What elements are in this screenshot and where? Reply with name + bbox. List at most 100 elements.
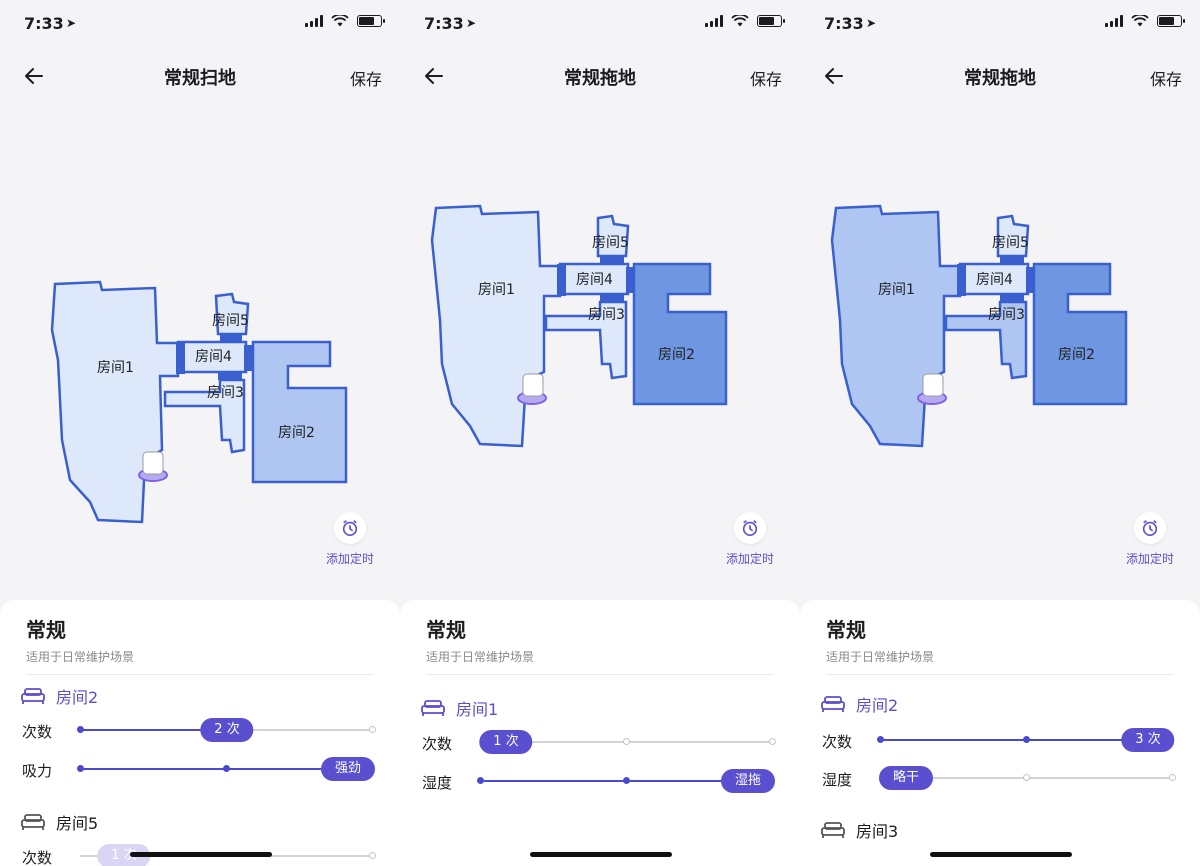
settings-sheet: 常规 适用于日常维护场景 房间1 次数 1 次 湿度 湿拖 (400, 600, 800, 866)
back-arrow-icon[interactable] (22, 64, 46, 88)
dock-icon (917, 373, 947, 405)
room-name: 房间2 (56, 688, 99, 707)
battery-icon (1157, 15, 1185, 27)
mode-title: 常规 (826, 618, 866, 642)
map-label-room-2: 房间2 (658, 347, 695, 363)
humidity-slider[interactable]: 湿度 湿拖 (422, 769, 778, 793)
divider (426, 674, 774, 675)
room-name: 房间3 (856, 822, 899, 841)
mode-title: 常规 (426, 618, 466, 642)
save-button[interactable]: 保存 (349, 70, 382, 89)
home-indicator (530, 852, 672, 857)
room-group-header[interactable]: 房间2 (20, 684, 98, 708)
map-label-room-2: 房间2 (1058, 347, 1095, 363)
map-room-1 (830, 204, 962, 448)
times-slider[interactable]: 次数 2 次 (22, 718, 378, 742)
mode-subtitle: 适用于日常维护场景 (426, 650, 535, 664)
location-arrow-icon: ➤ (466, 16, 477, 30)
status-time: 7:33 (24, 14, 64, 33)
dock-icon (517, 373, 547, 405)
map-label-room-1: 房间1 (878, 282, 915, 298)
map-label-room-4: 房间4 (976, 272, 1013, 288)
map-label-room-3: 房间3 (207, 385, 244, 401)
map-label-room-1: 房间1 (97, 360, 134, 376)
param-label: 次数 (822, 733, 853, 751)
map-room-3 (944, 300, 1028, 380)
slider-value-pill[interactable]: 1 次 (97, 844, 151, 866)
bed-icon (21, 814, 45, 830)
room-name: 房间1 (456, 700, 499, 719)
room-group-header[interactable]: 房间5 (20, 810, 98, 834)
room-group-header[interactable]: 房间2 (820, 692, 898, 716)
location-arrow-icon: ➤ (66, 16, 77, 30)
map-label-room-3: 房间3 (588, 307, 625, 323)
floor-map[interactable]: 房间1 房间2 房间3 房间4 房间5 (0, 110, 400, 570)
page-title: 常规拖地 (564, 68, 636, 89)
signal-icon (705, 15, 723, 27)
timer-label: 添加定时 (325, 552, 374, 566)
map-room-3 (163, 378, 246, 454)
map-label-room-3: 房间3 (988, 307, 1025, 323)
dock-icon (138, 451, 168, 482)
slider-value-pill[interactable]: 强劲 (320, 757, 376, 781)
map-room-1 (50, 280, 180, 524)
param-label: 次数 (22, 849, 53, 866)
slider-value-pill[interactable]: 湿拖 (720, 769, 776, 793)
suction-slider[interactable]: 吸力 强劲 (22, 757, 378, 781)
room-name: 房间5 (56, 814, 99, 833)
page-title: 常规扫地 (164, 68, 236, 89)
slider-value-pill[interactable]: 1 次 (479, 730, 533, 754)
timer-label: 添加定时 (1125, 552, 1174, 566)
save-button[interactable]: 保存 (1149, 70, 1182, 89)
mode-subtitle: 适用于日常维护场景 (826, 650, 935, 664)
map-label-room-5: 房间5 (992, 235, 1029, 251)
status-time: 7:33 (424, 14, 464, 33)
mode-subtitle: 适用于日常维护场景 (26, 650, 135, 664)
wifi-icon (731, 15, 749, 27)
room-name: 房间2 (856, 696, 899, 715)
timer-label: 添加定时 (725, 552, 774, 566)
add-timer-button[interactable]: 添加定时 (320, 512, 380, 567)
status-bar: 7:33 ➤ (800, 0, 1200, 48)
save-button[interactable]: 保存 (749, 70, 782, 89)
back-arrow-icon[interactable] (422, 64, 446, 88)
times-slider[interactable]: 次数 1 次 (422, 730, 778, 754)
map-room-1 (430, 204, 562, 448)
slider-value-pill[interactable]: 略干 (878, 766, 934, 790)
floor-map[interactable]: 房间1 房间2 房间3 房间4 房间5 (800, 110, 1200, 570)
add-timer-button[interactable]: 添加定时 (1120, 512, 1180, 567)
home-indicator (930, 852, 1072, 857)
map-label-room-2: 房间2 (278, 425, 315, 441)
param-label: 次数 (22, 723, 53, 741)
screen-mop-2: 7:33 ➤ 常规拖地 保存 房间1 房间2 房间3 (800, 0, 1200, 866)
room-group-header[interactable]: 房间3 (820, 818, 898, 842)
location-arrow-icon: ➤ (866, 16, 877, 30)
back-arrow-icon[interactable] (822, 64, 846, 88)
slider-value-pill[interactable]: 2 次 (200, 718, 254, 742)
map-room-5 (214, 292, 250, 336)
nav-bar: 常规拖地 保存 (800, 56, 1200, 100)
map-room-2 (1032, 262, 1128, 406)
bed-icon (821, 822, 845, 838)
add-timer-button[interactable]: 添加定时 (720, 512, 780, 567)
alarm-clock-icon (1142, 520, 1158, 537)
floor-map[interactable]: 房间1 房间2 房间3 房间4 房间5 (400, 110, 800, 570)
param-label: 湿度 (822, 771, 853, 789)
slider-value-pill[interactable]: 3 次 (1121, 728, 1175, 752)
battery-icon (757, 15, 785, 27)
battery-icon (357, 15, 385, 27)
map-label-room-1: 房间1 (478, 282, 515, 298)
nav-bar: 常规拖地 保存 (400, 56, 800, 100)
humidity-slider[interactable]: 湿度 略干 (822, 766, 1178, 790)
settings-sheet: 常规 适用于日常维护场景 房间2 次数 3 次 湿度 略干 房间3 (800, 600, 1200, 866)
map-room-2 (251, 340, 348, 484)
bed-icon (21, 688, 45, 704)
times-slider[interactable]: 次数 3 次 (822, 728, 1178, 752)
map-room-5 (596, 214, 630, 258)
status-bar: 7:33 ➤ (400, 0, 800, 48)
room-group-header[interactable]: 房间1 (420, 696, 498, 720)
alarm-clock-icon (742, 520, 758, 537)
divider (826, 674, 1174, 675)
map-room-2 (632, 262, 728, 406)
